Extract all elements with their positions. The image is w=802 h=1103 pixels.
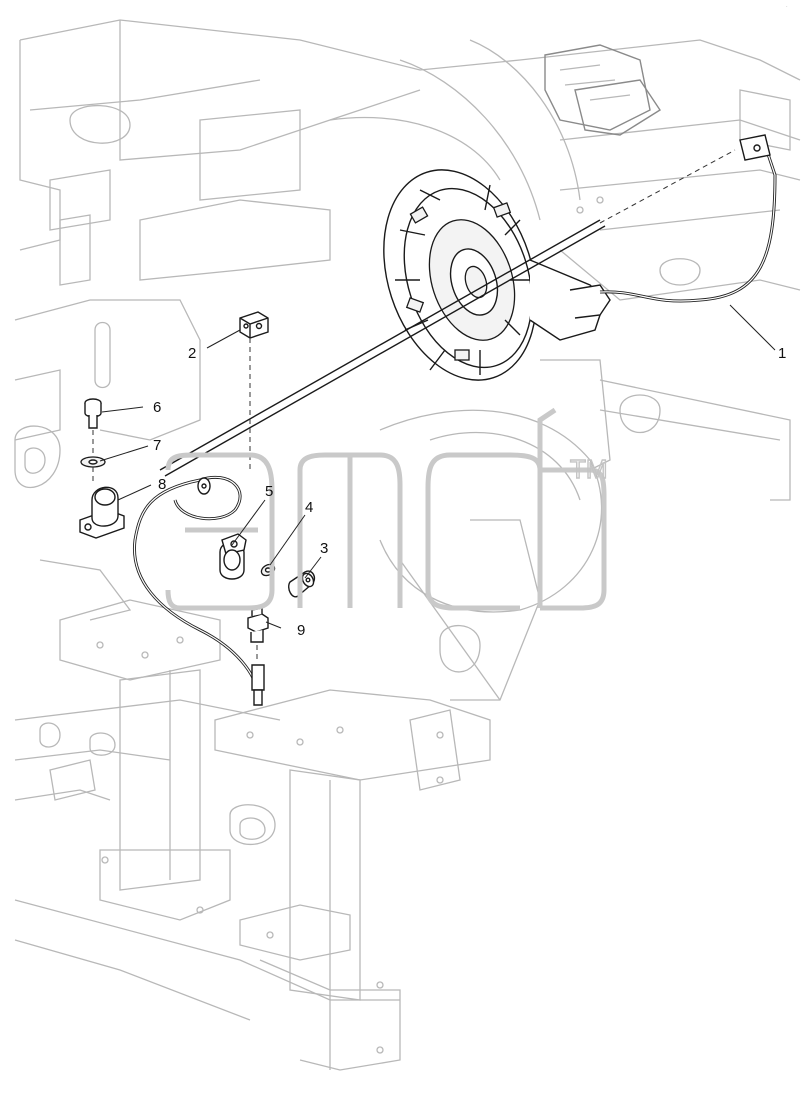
watermark-tm: TM [570,454,608,484]
callout-1: 1 [778,345,786,362]
callout-3: 3 [320,540,328,557]
corner-mark: · [786,4,788,10]
part-5-clamp [219,533,247,580]
callout-labels: 1 2 3 4 5 6 7 8 9 [153,345,786,639]
callout-7: 7 [153,437,161,454]
hydraulic-hose [132,475,265,706]
release-rod [159,149,736,477]
part-6-bolt [84,398,102,455]
part-9-fitting [247,607,269,662]
callout-8: 8 [158,476,166,493]
callout-5: 5 [265,483,273,500]
callout-6: 6 [153,399,161,416]
callout-2: 2 [188,345,196,362]
chassis-frame [14,19,801,1071]
watermark-logo: TM [165,407,608,611]
part-7-washer [80,456,106,485]
part-8-clamp [79,486,125,539]
callout-4: 4 [305,499,313,516]
part-2-bracket-block [239,311,269,470]
hydraulic-tube-1 [599,134,777,303]
leader-lines [99,304,776,629]
clutch-disc-assembly [383,169,611,381]
rod-end-fitting [197,477,211,495]
callout-9: 9 [297,622,305,639]
